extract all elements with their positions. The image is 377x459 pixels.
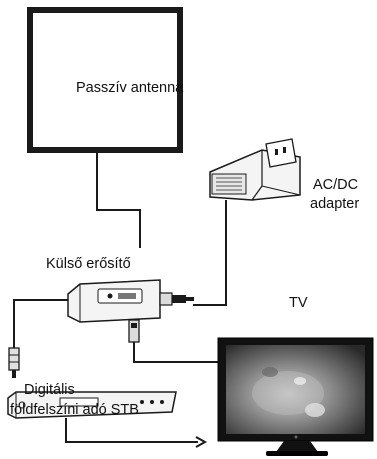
stb-cable-plug	[8, 347, 20, 378]
tv-label: TV	[289, 295, 308, 311]
tv-device	[217, 337, 374, 456]
adapter-label-line2: adapter	[310, 196, 360, 212]
stb-device	[7, 391, 177, 419]
amplifier-device	[67, 279, 194, 323]
amplifier-label: Külső erősítő	[46, 256, 131, 272]
power-cable	[193, 200, 227, 306]
tv-cable	[133, 342, 246, 363]
antenna-label: Passzív antenna	[76, 80, 184, 96]
antenna-cable	[96, 150, 141, 248]
acdc-adapter	[209, 138, 301, 201]
stb-label-line1: Digitális	[24, 382, 75, 398]
stb-tv-cable	[65, 418, 198, 443]
antenna-panel	[27, 7, 183, 153]
stb-cable	[13, 299, 68, 348]
stb-tv-arrow	[195, 436, 208, 448]
adapter-label-line1: AC/DC	[313, 177, 359, 193]
stb-label-line2: földfelszíni adó STB	[10, 402, 139, 418]
